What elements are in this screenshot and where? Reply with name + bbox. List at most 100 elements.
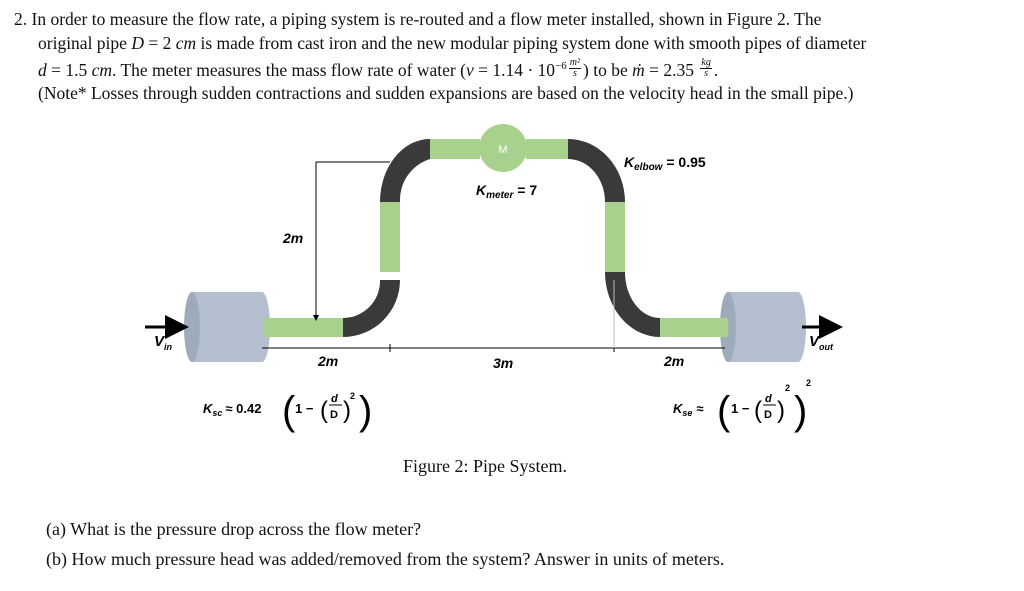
left-reservoir-face [184, 292, 200, 362]
ksc-label: Ksc≈ 0.42 [203, 401, 261, 418]
k-symbol: K [624, 154, 635, 170]
kse-symbol: K [673, 401, 684, 416]
question-b: (b) How much pressure head was added/rem… [46, 544, 724, 574]
v-in-label: Vin [154, 333, 173, 352]
dimension-lines [262, 161, 725, 352]
unit-cm: cm [91, 59, 113, 80]
figure-caption: Figure 2: Pipe System. [403, 456, 568, 476]
left-reservoir [184, 292, 270, 362]
ksc-sub: sc [212, 408, 222, 418]
var-nu: ν [465, 59, 474, 80]
question-label: (a) [46, 519, 66, 539]
k-value: = 7 [513, 182, 537, 198]
frac-den: s [704, 68, 709, 80]
text-seg: = 1.5 [46, 59, 92, 80]
pipe-vertical-left [380, 202, 400, 272]
formula-outer-exp: 2 [806, 378, 811, 388]
paren-inner-open: ( [754, 397, 762, 424]
left-reservoir-body [192, 292, 262, 362]
questions: (a) What is the pressure drop across the… [46, 514, 724, 574]
unit-cm: cm [175, 32, 197, 53]
pipe-bottom-right [660, 318, 728, 337]
var-D: D [131, 32, 144, 53]
v-in-symbol: V [154, 333, 166, 350]
problem-line-1: 2. In order to measure the flow rate, a … [14, 8, 1010, 32]
elbow-bottom-left [343, 280, 400, 337]
right-reservoir-end [790, 292, 806, 362]
pipe-top-right [526, 139, 568, 159]
question-a: (a) What is the pressure drop across the… [46, 514, 724, 544]
problem-line-4: (Note* Losses through sudden contraction… [38, 83, 854, 104]
length-left-label: 2m [317, 353, 338, 369]
formula-exp: 2 [350, 391, 355, 401]
formula-d: d [331, 393, 338, 405]
var-mdot: ṁ [632, 59, 645, 80]
var-d: d [38, 59, 47, 80]
k-sub: meter [486, 190, 514, 201]
k-value: = 0.95 [662, 154, 705, 170]
left-reservoir-end [254, 292, 270, 362]
problem-number: 2. [14, 9, 28, 29]
formula-D: D [764, 409, 772, 421]
kse-formula: Kse≈ ( 1 − ( d D ) 2 ) 2 [673, 378, 811, 433]
frac-den: s [572, 68, 577, 80]
length-mid-label: 3m [493, 355, 513, 371]
elbows [343, 139, 660, 337]
paren-inner-close: ) [777, 397, 785, 424]
text-seg: = 2 [143, 32, 176, 53]
height-label: 2m [282, 230, 303, 246]
formula-one: 1 − [295, 401, 314, 416]
pipe-top-left [430, 139, 480, 159]
paren-inner-close: ) [343, 397, 351, 424]
paren-close: ) [794, 389, 807, 433]
text-seg: ) to be [583, 59, 633, 80]
flow-meter [479, 124, 527, 172]
elbow-top-left [380, 139, 430, 202]
text-seg: original pipe [38, 32, 132, 53]
k-elbow-label: Kelbow = 0.95 [624, 154, 706, 173]
v-out-sub: out [819, 342, 834, 352]
question-text: What is the pressure drop across the flo… [70, 519, 422, 539]
k-meter-label: Kmeter = 7 [476, 182, 537, 201]
formula-exp: 2 [785, 383, 790, 393]
problem-statement: 2. In order to measure the flow rate, a … [14, 8, 1010, 106]
ksc-formula: Ksc≈ 0.42 ( 1 − ( d D ) 2 ) [203, 389, 372, 433]
formula-d: d [765, 393, 772, 405]
right-reservoir-body [728, 292, 798, 362]
exponent: −6 [555, 60, 567, 72]
pipe-segments [263, 139, 728, 337]
kse-sub: se [682, 408, 692, 418]
right-reservoir [720, 292, 806, 362]
paren-inner-open: ( [320, 397, 328, 424]
text-seg: . [713, 59, 719, 80]
length-right-label: 2m [663, 353, 684, 369]
v-out-label: Vout [809, 333, 834, 352]
formula-one: 1 − [731, 401, 750, 416]
elbow-bottom-right [605, 272, 660, 337]
elbow-top-right [568, 139, 625, 202]
pipe-vertical-right [605, 202, 625, 272]
text-seg: is made from cast iron and the new modul… [196, 32, 867, 53]
problem-line-3: d = 1.5 cm. The meter measures the mass … [14, 55, 1010, 82]
frac-num: kg [700, 57, 712, 70]
kse-label: Kse ≈ [673, 401, 704, 418]
paren-open: ( [282, 389, 296, 433]
pipe-bottom-left [263, 318, 343, 337]
formula-D: D [330, 409, 338, 421]
v-in-sub: in [164, 342, 173, 352]
text-seg: = 1.14 · 10 [473, 59, 556, 80]
text-seg: . The meter measures the mass flow rate … [112, 59, 466, 80]
text-seg: = 2.35 [644, 59, 699, 80]
k-sub: elbow [634, 162, 664, 173]
meter-label: M [498, 144, 507, 156]
question-text: How much pressure head was added/removed… [71, 549, 725, 569]
ksc-symbol: K [203, 401, 214, 416]
kse-value: ≈ [696, 401, 703, 416]
problem-line-2: original pipe D = 2 cm is made from cast… [14, 32, 1010, 56]
problem-text-1: In order to measure the flow rate, a pip… [31, 9, 822, 29]
v-out-symbol: V [809, 333, 821, 350]
k-symbol: K [476, 182, 487, 198]
ksc-value: ≈ 0.42 [225, 401, 261, 416]
paren-close: ) [359, 389, 372, 433]
